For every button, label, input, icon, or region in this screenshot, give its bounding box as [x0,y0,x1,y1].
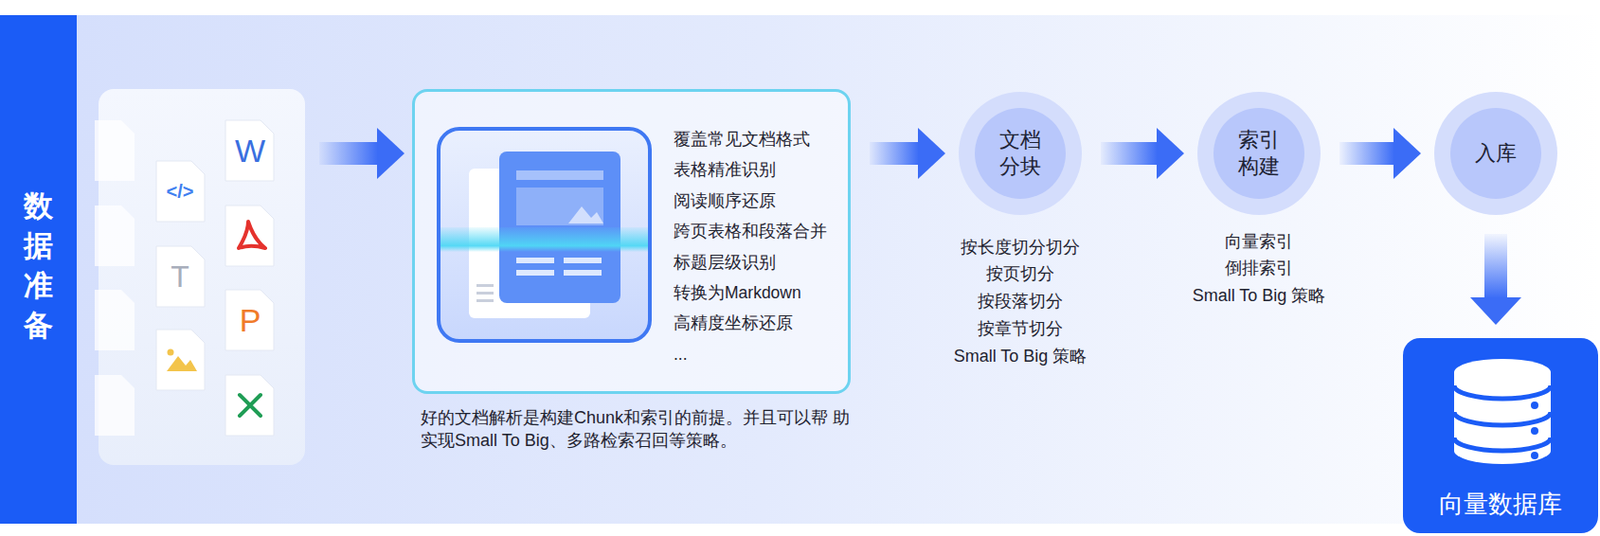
method-item: 按页切分 [911,262,1130,286]
database-symbol [1454,437,1551,451]
doc-icon [156,246,205,307]
circle-inner [1450,107,1542,199]
feature-item: 阅读顺序还原 [673,185,827,216]
database-symbol [1530,451,1539,460]
feature-item: 跨页表格和段落合并 [673,215,827,247]
database-symbol [1454,412,1551,426]
section-band: 数据准备 [0,15,77,524]
circle-inner [974,107,1066,199]
circle-label: 索引 构建 [1235,126,1283,180]
flow-arrow [319,142,378,165]
arrow-shaft [1100,142,1158,165]
text-line [516,257,555,264]
arrow-head [917,127,946,180]
circle-outer [1197,91,1321,216]
doc-icon [225,120,274,181]
method-item: 按长度切分切分 [911,235,1130,259]
database-symbol [1530,401,1539,410]
method-item: 按段落切分 [911,289,1130,313]
doc-icon [156,161,205,222]
arrow-head [1470,297,1522,325]
doc-icon [225,205,274,267]
note-text: 好的文档解析是构建Chunk和索引的前提。并且可以帮 助实现Small To B… [420,406,859,452]
doc-icon [94,120,135,181]
file-icon-glyph: P [226,301,274,340]
doc-icon [156,329,205,391]
text-line [563,269,602,276]
method-item: 倒排索引 [1150,256,1368,280]
database-label: 向量数据库 [1402,487,1599,521]
file-icon-glyph: </> [156,179,204,204]
flow-arrow [1100,127,1185,180]
band-title: 数据准备 [22,186,55,346]
flow-arrow [377,127,405,180]
doc-icon [94,289,135,351]
process-circle: 文档 分块 [958,91,1082,216]
circle-outer [958,91,1082,216]
circle-inner [1213,107,1305,199]
method-item: 向量索引 [1150,230,1368,253]
database-symbol [1530,427,1539,435]
excel-symbol [239,395,261,416]
database-symbol [1454,385,1551,399]
arrow-shaft [1484,233,1508,299]
text-line [516,269,555,276]
feature-item: 转换为Markdown [673,277,827,308]
text-line [476,299,494,303]
doc-icon [94,205,135,267]
circle-text: 入库 [1434,91,1558,216]
arrow-head [1156,127,1185,180]
image-symbol [568,206,604,224]
circle-outer [1434,91,1558,216]
arrow-shaft [869,142,919,165]
circle-text: 索引 构建 [1197,91,1321,216]
text-line [476,291,494,295]
image-frame [516,187,604,226]
text-line [476,284,494,288]
circle-text: 文档 分块 [958,91,1082,216]
feature-item: ... [673,339,827,370]
flow-arrow [1339,127,1421,180]
file-icon-glyph: T [156,258,204,295]
image-symbol [166,356,198,372]
parse-illustration [438,128,650,342]
doc-icon [225,289,274,351]
flow-arrow [1470,233,1522,325]
flow-arrow [869,127,946,180]
circle-shape [958,91,1082,216]
process-circle: 入库 [1434,91,1558,216]
circle-shape [1197,91,1321,216]
feature-list: 覆盖常见文档格式表格精准识别阅读顺序还原跨页表格和段落合并标题层级识别转换为Ma… [673,124,827,370]
feature-item: 表格精准识别 [673,154,827,185]
circle-label: 文档 分块 [996,126,1044,180]
scan-band [440,227,648,252]
image-symbol [167,349,175,357]
file-icon-glyph: W [226,131,274,170]
doc-icon [225,375,274,436]
arrow-shaft [1339,142,1395,165]
feature-item: 标题层级识别 [673,247,827,278]
feature-item: 覆盖常见文档格式 [673,124,827,155]
method-item: 按章节切分 [911,317,1130,341]
doc-icon [94,375,135,436]
feature-item: 高精度坐标还原 [673,307,827,339]
text-line [563,257,602,264]
circle-label: 入库 [1472,140,1520,167]
process-circle: 索引 构建 [1197,91,1321,216]
arrow-head [1393,127,1421,180]
pdf-symbol [238,221,266,249]
text-line [516,170,604,180]
database-symbol [1454,359,1551,386]
method-item: Small To Big 策略 [911,344,1130,368]
database-symbol [1454,437,1551,465]
method-item: Small To Big 策略 [1150,284,1368,307]
